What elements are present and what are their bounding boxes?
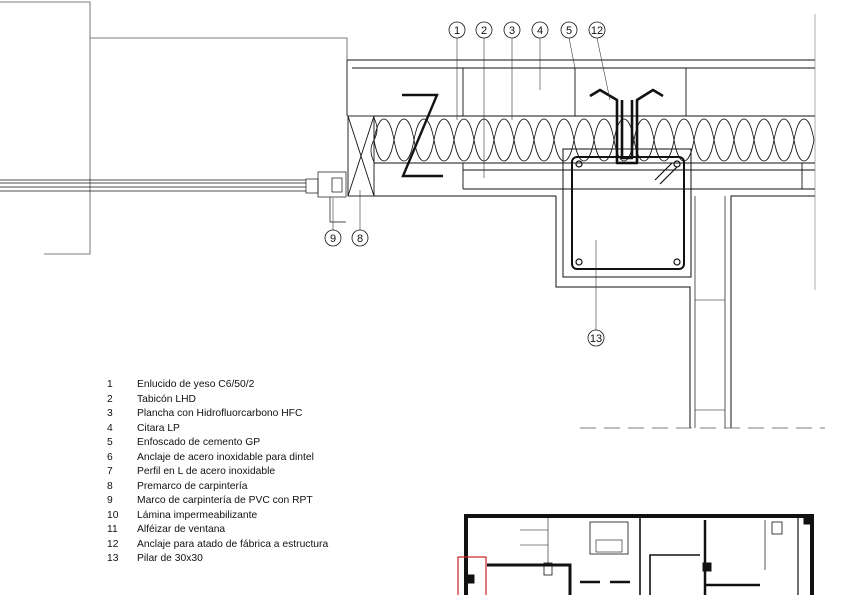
leader-lines	[332, 37, 611, 330]
svg-text:1: 1	[454, 25, 460, 37]
callout-bubble-1: 1	[448, 21, 466, 39]
wall-layers	[346, 59, 815, 197]
callout-bubble-8: 8	[351, 229, 369, 247]
left-structure-outline	[0, 1, 348, 255]
callout-bubble-12: 12	[588, 21, 606, 39]
callout-bubble-3: 3	[503, 21, 521, 39]
svg-text:3: 3	[509, 25, 515, 37]
callout-bubble-2: 2	[475, 21, 493, 39]
svg-text:5: 5	[566, 25, 572, 37]
tie-anchor	[589, 88, 664, 165]
key-plan-highlight	[457, 556, 487, 595]
svg-text:13: 13	[590, 333, 602, 345]
callout-bubble-5: 5	[560, 21, 578, 39]
insulation-hfc	[370, 117, 815, 163]
callout-bubble-9: 9	[324, 229, 342, 247]
svg-text:8: 8	[357, 233, 363, 245]
callout-bubble-4: 4	[531, 21, 549, 39]
premarco-frame	[347, 115, 375, 197]
key-plan	[464, 514, 814, 595]
svg-text:4: 4	[537, 25, 543, 37]
svg-text:2: 2	[481, 25, 487, 37]
callout-bubble-13: 13	[587, 329, 605, 347]
window-frame	[0, 171, 347, 223]
svg-text:9: 9	[330, 233, 336, 245]
svg-text:12: 12	[591, 25, 603, 37]
break-line-symbol	[401, 93, 443, 178]
pillar	[555, 148, 815, 428]
